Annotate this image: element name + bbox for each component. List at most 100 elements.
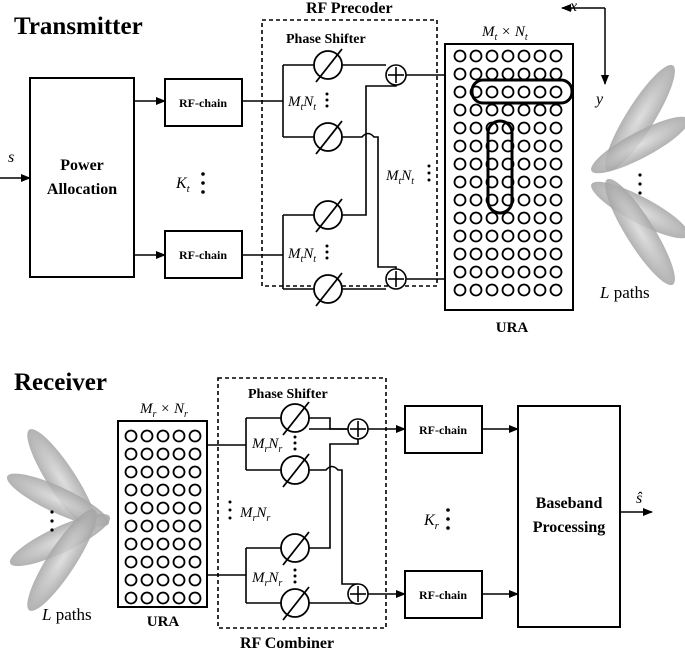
antenna-element [124,465,138,479]
tx-rf-chain-top: RF-chain [164,78,243,127]
antenna-element [124,591,138,605]
antenna-element [453,265,467,279]
tx-rf-chain-bottom-label: RF-chain [179,248,227,262]
tx-mn-dots-3 [427,164,431,182]
antenna-element [140,537,154,551]
rx-ura-grid [124,429,202,605]
rx-wiring [207,417,406,604]
antenna-element [156,483,170,497]
antenna-element [188,519,202,533]
antenna-element [172,501,186,515]
tx-mn-dots-1 [325,92,329,108]
antenna-element [124,519,138,533]
antenna-element [485,283,499,297]
baseband-processing-block: Baseband Processing [517,405,621,628]
antenna-element [517,247,531,261]
antenna-element [172,483,186,497]
antenna-element [124,447,138,461]
antenna-element [533,85,547,99]
tx-ura-label: URA [496,320,529,336]
antenna-element [469,175,483,189]
rx-mn-dots-1 [293,435,297,451]
antenna-element [124,429,138,443]
power-allocation-label-2: Allocation [47,181,117,198]
antenna-element [172,465,186,479]
antenna-element [172,573,186,587]
rx-mn-dots-3 [228,500,232,520]
antenna-element [469,247,483,261]
antenna-element [517,85,531,99]
antenna-element [549,247,563,261]
antenna-element [453,247,467,261]
rf-precoder-title: RF Precoder [306,0,393,17]
antenna-element [501,211,515,225]
antenna-element [533,103,547,117]
antenna-element [453,103,467,117]
antenna-element [156,555,170,569]
antenna-element [188,573,202,587]
antenna-element [533,211,547,225]
kr-dots [446,508,450,530]
antenna-element [549,121,563,135]
tx-phase-shifter-1 [313,48,343,83]
antenna-element [549,283,563,297]
antenna-element [469,49,483,63]
antenna-element [517,121,531,135]
antenna-element [501,67,515,81]
input-symbol: s [8,149,14,166]
rx-adder-top [347,418,369,440]
antenna-element [156,501,170,515]
antenna-element [140,429,154,443]
antenna-element [453,67,467,81]
antenna-element [156,573,170,587]
rx-rf-chain-top: RF-chain [404,405,483,454]
axis-indicator: x y [561,0,609,108]
antenna-element [124,537,138,551]
antenna-element [140,573,154,587]
rx-phase-shifter-label: Phase Shifter [248,387,328,402]
antenna-element [453,193,467,207]
antenna-element [501,265,515,279]
antenna-element [469,103,483,117]
antenna-element [140,519,154,533]
rx-mn-label-2: MrNr [251,570,282,589]
antenna-element [469,157,483,171]
tx-mn-label-1: MtNt [287,94,316,113]
antenna-element [188,465,202,479]
antenna-element [517,265,531,279]
antenna-element [188,591,202,605]
rx-mn-label-3: MrNr [239,505,270,524]
rx-rf-chain-bottom-label: RF-chain [419,588,467,602]
antenna-element [469,229,483,243]
tx-phase-shifter-label: Phase Shifter [286,32,366,47]
antenna-element [140,591,154,605]
rx-rf-chain-bottom: RF-chain [404,570,483,619]
antenna-element [188,555,202,569]
antenna-element [517,157,531,171]
antenna-element [188,429,202,443]
tx-rf-chain-bottom: RF-chain [164,230,243,279]
antenna-element [156,447,170,461]
antenna-element [469,211,483,225]
kt-label: Kt [175,175,191,195]
axis-x-label: x [569,0,577,15]
antenna-element [485,67,499,81]
antenna-element [517,283,531,297]
antenna-element [485,85,499,99]
antenna-element [156,519,170,533]
antenna-element [533,247,547,261]
antenna-element [469,265,483,279]
antenna-element [549,85,563,99]
antenna-element [140,447,154,461]
rx-paths-label: L paths [41,605,92,624]
antenna-element [485,211,499,225]
rx-mn-dots-2 [293,568,297,584]
antenna-element [172,537,186,551]
antenna-element [533,139,547,153]
antenna-element [501,103,515,117]
antenna-element [549,229,563,243]
antenna-element [156,465,170,479]
antenna-element [172,429,186,443]
tx-mn-dots-2 [325,244,329,260]
antenna-element [501,85,515,99]
